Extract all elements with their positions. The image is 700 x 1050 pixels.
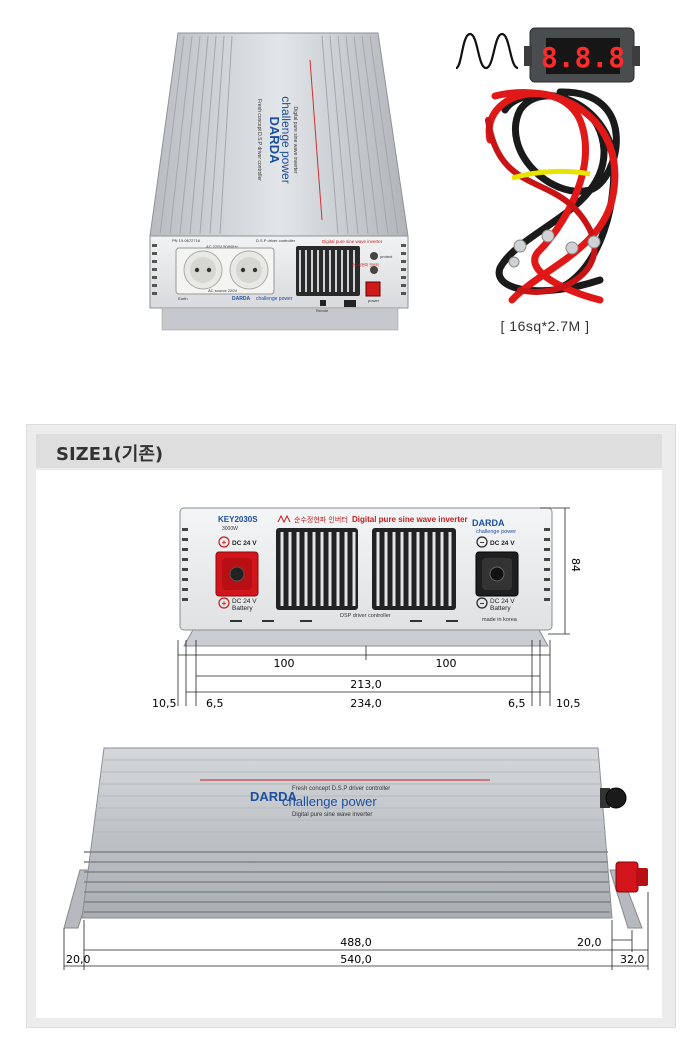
cable-caption: [ 16sq*2.7M ] <box>500 318 590 334</box>
top-ac-rating: AC 220V 50/60Hz <box>206 244 238 249</box>
dim-right-small: 20,0 <box>577 936 602 949</box>
minus-sign-bottom: − <box>480 599 485 608</box>
cable-tie <box>511 168 591 181</box>
remote-meter: 8.8.8 <box>524 27 640 83</box>
front-title: Digital pure sine wave inverter <box>352 515 468 524</box>
front-brand: DARDA <box>472 518 505 528</box>
dim-offset-right-big: 10,5 <box>556 697 581 710</box>
ring-terminals <box>508 229 601 268</box>
dim-body-length: 488,0 <box>340 936 372 949</box>
power-switch[interactable] <box>365 281 381 297</box>
sine-wave-icon <box>455 32 519 70</box>
top-dsp: D.S.P driver controller <box>256 238 296 243</box>
top-brand-logo: DARDA <box>267 117 282 165</box>
right-terminal-bottom-1: DC 24 V <box>490 598 515 605</box>
top-subtitle: Digital pure sine wave inverter <box>292 107 298 174</box>
fan-grill <box>296 246 360 296</box>
side-black-terminal <box>600 787 627 809</box>
right-terminal-bottom-2: Battery <box>490 605 511 612</box>
size-header-bar <box>36 434 662 468</box>
dim-inner-width: 213,0 <box>350 678 382 691</box>
battery-cables <box>485 88 620 304</box>
dim-height: 84 <box>569 558 582 572</box>
positive-terminal: + DC 24 V + DC 24 V Battery <box>215 536 259 612</box>
side-slogan: challenge power <box>282 794 377 809</box>
front-made-in: made in korea <box>482 617 518 623</box>
dim-offset-right-small: 6,5 <box>508 697 526 710</box>
dim-right-terminal: 32,0 <box>620 953 645 966</box>
wave-logo-icon <box>277 514 291 524</box>
plus-sign-top: + <box>222 538 227 547</box>
left-terminal-bottom-2: Battery <box>232 605 253 612</box>
earth-label: Earth <box>178 296 188 301</box>
front-korean-label: 순수정현파 인버터 <box>294 515 348 524</box>
meter-display: 8.8.8 <box>541 41 625 74</box>
dc-port[interactable] <box>344 300 356 307</box>
negative-terminal: − DC 24 V − DC 24 V Battery <box>475 536 519 612</box>
side-view: Fresh concept D.S.P driver controller DA… <box>63 747 648 929</box>
protect-led <box>370 252 378 260</box>
dim-left-flange: 20,0 <box>66 953 91 966</box>
left-terminal-bottom-1: DC 24 V <box>232 598 257 605</box>
front-slogan: challenge power <box>476 529 516 535</box>
side-concept: Fresh concept D.S.P driver controller <box>292 786 390 792</box>
front-slogan: challenge power <box>256 296 293 302</box>
right-terminal-top-label: DC 24 V <box>490 540 515 547</box>
warning-label: 순수정현파 인버터 <box>352 262 379 267</box>
status-led <box>370 266 378 274</box>
power-label: power <box>368 298 380 303</box>
protect-label: protect <box>380 254 393 259</box>
front-vent-left <box>276 528 358 610</box>
product-photo-area: DARDA challenge power Fresh concept D.S.… <box>149 27 640 331</box>
ac-outlet-right <box>229 250 269 290</box>
remote-port[interactable] <box>320 300 326 306</box>
top-title-red: Digital pure sine wave inverter <box>322 239 383 244</box>
front-dimension-lines <box>177 507 570 706</box>
dim-outer-width: 234,0 <box>350 697 382 710</box>
front-vent-right <box>372 528 456 610</box>
front-model: KEY2030S <box>218 515 258 524</box>
dim-span-left: 100 <box>274 657 295 670</box>
front-wattage: 3000W <box>222 526 238 532</box>
top-inverter: DARDA challenge power Fresh concept D.S.… <box>149 32 409 331</box>
ac-outlet-left <box>183 250 223 290</box>
remote-label: Remote <box>316 309 328 313</box>
dim-offset-left-big: 10,5 <box>152 697 177 710</box>
top-slogan: challenge power <box>279 96 293 183</box>
size-title: SIZE1(기존) <box>56 444 164 465</box>
front-footer: DSP driver controller <box>340 613 391 619</box>
dim-offset-left-small: 6,5 <box>206 697 224 710</box>
dim-span-right: 100 <box>436 657 457 670</box>
side-subtitle: Digital pure sine wave inverter <box>292 812 372 818</box>
top-ac-source: AC source 220V <box>208 288 237 293</box>
side-dimension-lines <box>63 892 649 970</box>
left-terminal-top-label: DC 24 V <box>232 540 257 547</box>
minus-sign-top: − <box>480 538 485 547</box>
top-pn: PN 10-0672716 <box>172 238 201 243</box>
plus-sign-bottom: + <box>222 599 227 608</box>
dim-total-length: 540,0 <box>340 953 372 966</box>
front-brand: DARDA <box>232 296 250 302</box>
top-concept: Fresh concept D.S.P driver controller <box>256 99 262 181</box>
side-vents <box>152 244 406 295</box>
heat-fins <box>159 35 399 235</box>
side-red-terminal <box>615 861 648 893</box>
front-view: KEY2030S 3000W 순수정현파 인버터 Digital pure si… <box>179 507 553 647</box>
side-brand: DARDA <box>250 789 298 804</box>
